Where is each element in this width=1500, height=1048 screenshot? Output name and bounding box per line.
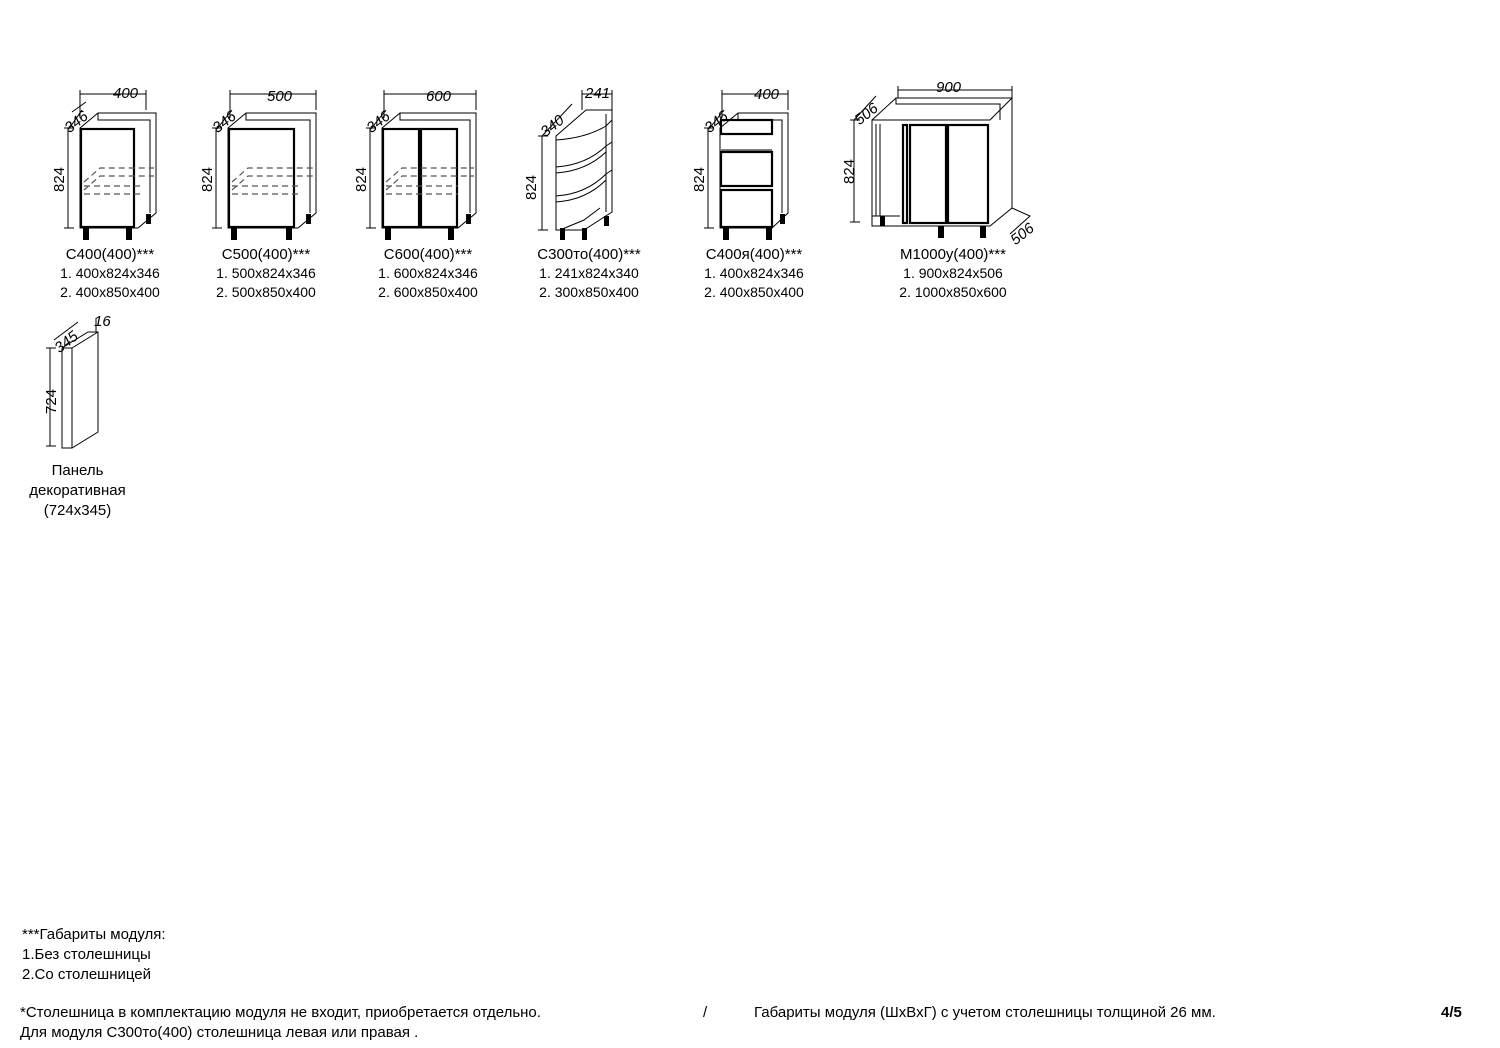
legend-title: ***Габариты модуля: bbox=[22, 926, 166, 943]
cabinet-c600-drawing bbox=[366, 90, 477, 240]
width-dim-c500: 500 bbox=[267, 88, 293, 105]
cabinet-c400-drawing bbox=[64, 90, 157, 240]
thickness-dim-panel: 16 bbox=[94, 313, 111, 330]
height-dim-c600: 824 bbox=[353, 166, 370, 192]
module-c400: 400 346 824 С400(400)*** 1. 400x824x346 … bbox=[50, 80, 180, 310]
page-number: 4/5 bbox=[1441, 1004, 1462, 1021]
footnote-dimensions: Габариты модуля (ШхВхГ) с учетом столешн… bbox=[754, 1004, 1216, 1021]
module-spec-1: 1. 600x824x346 bbox=[378, 265, 478, 281]
width-dim-c300to: 241 bbox=[585, 85, 611, 102]
module-name: С500(400)*** bbox=[221, 246, 311, 263]
legend-item-1: 1.Без столешницы bbox=[22, 946, 151, 963]
cabinet-c500-drawing bbox=[212, 90, 317, 240]
cabinet-c400ya-drawing bbox=[704, 90, 789, 240]
caption-c500: С500(400)*** 1. 500x824x346 2. 500x850x4… bbox=[196, 246, 336, 302]
module-m1000u: 900 506 506 824 М1000у(400)*** 1. 900x82… bbox=[840, 76, 1040, 310]
height-dim-m1000u: 824 bbox=[841, 158, 858, 184]
module-name: С600(400)*** bbox=[383, 246, 473, 263]
width-dim-c400: 400 bbox=[113, 85, 139, 102]
module-spec-2: 2. 500x850x400 bbox=[216, 284, 316, 300]
width-dim-m1000u: 900 bbox=[936, 79, 962, 96]
module-name: М1000у(400)*** bbox=[900, 246, 1006, 263]
module-spec-2: 2. 600x850x400 bbox=[378, 284, 478, 300]
module-spec-2: 2. 400x850x400 bbox=[704, 284, 804, 300]
caption-c400: С400(400)*** 1. 400x824x346 2. 400x850x4… bbox=[40, 246, 180, 302]
panel-caption-line-2: декоративная bbox=[29, 482, 126, 499]
module-c400ya: 400 346 824 С400я(400)*** 1. 400x824x346… bbox=[690, 80, 830, 310]
caption-c600: С600(400)*** 1. 600x824x346 2. 600x850x4… bbox=[358, 246, 498, 302]
width-dim-c600: 600 bbox=[426, 88, 452, 105]
module-name: С300то(400)*** bbox=[537, 246, 641, 263]
dimensions-legend: ***Габариты модуля: 1.Без столешницы 2.С… bbox=[22, 925, 166, 985]
footnote-c300to: Для модуля С300то(400) столешница левая … bbox=[20, 1024, 419, 1041]
module-spec-2: 2. 300x850x400 bbox=[539, 284, 639, 300]
module-spec-2: 2. 400x850x400 bbox=[60, 284, 160, 300]
module-c500: 500 346 824 С500(400)*** 1. 500x824x346 … bbox=[198, 80, 338, 310]
panel-caption-line-3: (724x345) bbox=[43, 502, 112, 519]
height-dim-c500: 824 bbox=[199, 166, 216, 192]
module-spec-2: 2. 1000x850x600 bbox=[899, 284, 1007, 300]
module-spec-1: 1. 241x824x340 bbox=[539, 265, 639, 281]
caption-c400ya: С400я(400)*** 1. 400x824x346 2. 400x850x… bbox=[684, 246, 824, 302]
height-dim-c400ya: 824 bbox=[691, 166, 708, 192]
panel-caption: Панель декоративная (724x345) bbox=[10, 461, 145, 521]
caption-m1000u: М1000у(400)*** 1. 900x824x506 2. 1000x85… bbox=[878, 246, 1028, 302]
module-name: С400(400)*** bbox=[65, 246, 155, 263]
module-c600: 600 346 824 С600(400)*** 1. 600x824x346 … bbox=[352, 80, 502, 310]
caption-c300to: С300то(400)*** 1. 241x824x340 2. 300x850… bbox=[514, 246, 664, 302]
module-spec-1: 1. 500x824x346 bbox=[216, 265, 316, 281]
footnote-separator: / bbox=[703, 1004, 708, 1021]
height-dim-c300to: 824 bbox=[523, 174, 540, 200]
module-c300to: 241 340 824 С300то(400)*** 1. 241x824x34… bbox=[520, 80, 670, 310]
height-dim-panel: 724 bbox=[43, 388, 60, 414]
panel-caption-line-1: Панель bbox=[51, 462, 104, 479]
module-decorative-panel: 16 345 724 bbox=[40, 310, 150, 460]
footnote-countertop: *Столешница в комплектацию модуля не вхо… bbox=[20, 1004, 541, 1021]
legend-item-2: 2.Со столешницей bbox=[22, 966, 152, 983]
cabinet-c300to-drawing bbox=[538, 90, 613, 240]
cabinet-m1000u-drawing bbox=[850, 86, 1031, 238]
footnote-left: *Столешница в комплектацию модуля не вхо… bbox=[20, 1003, 541, 1043]
module-spec-1: 1. 400x824x346 bbox=[60, 265, 160, 281]
panel-drawing bbox=[46, 318, 99, 449]
width-dim-c400ya: 400 bbox=[754, 86, 780, 103]
module-spec-1: 1. 400x824x346 bbox=[704, 265, 804, 281]
height-dim-c400: 824 bbox=[51, 166, 68, 192]
module-name: С400я(400)*** bbox=[705, 246, 803, 263]
module-spec-1: 1. 900x824x506 bbox=[903, 265, 1003, 281]
